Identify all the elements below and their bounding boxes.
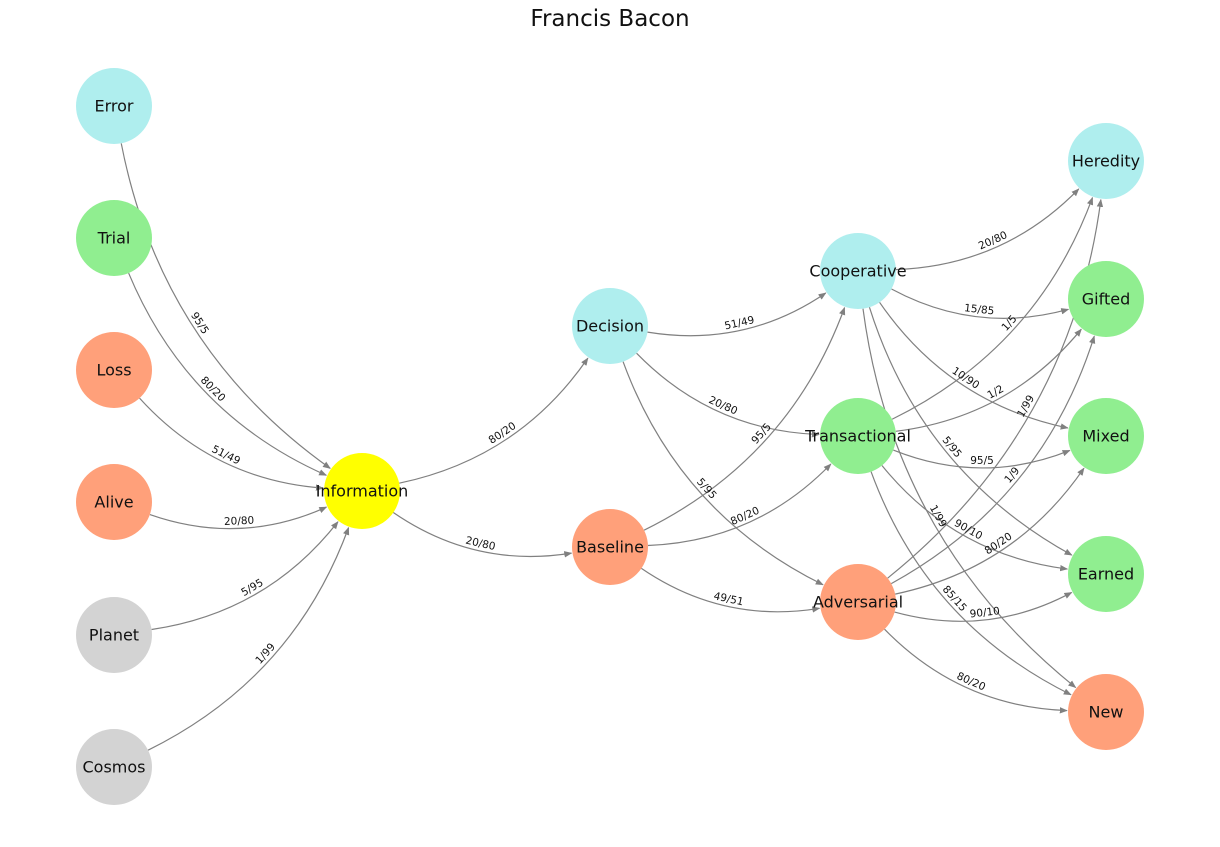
edge-information-baseline bbox=[392, 512, 573, 558]
edge-transactional-new bbox=[870, 471, 1072, 696]
edge-label: 1/2 bbox=[985, 383, 1006, 402]
node-alive-circle bbox=[76, 464, 152, 540]
edge-label: 20/80 bbox=[224, 515, 255, 528]
edge-loss-information bbox=[139, 397, 324, 491]
edge-adversarial-mixed bbox=[895, 467, 1085, 595]
node-new-label: New bbox=[1089, 703, 1124, 722]
node-baseline-label: Baseline bbox=[576, 538, 644, 557]
node-information: Information bbox=[316, 453, 409, 529]
node-error-circle bbox=[76, 68, 152, 144]
node-information-circle bbox=[324, 453, 400, 529]
edge-label: 49/51 bbox=[712, 590, 744, 608]
node-baseline-circle bbox=[572, 509, 648, 585]
edge-adversarial-heredity bbox=[887, 198, 1104, 579]
edge-cooperative-heredity bbox=[895, 188, 1080, 271]
edge-label: 90/10 bbox=[969, 605, 1000, 620]
edge-information-decision bbox=[399, 357, 589, 484]
node-information-label: Information bbox=[316, 482, 409, 501]
edge-decision-transactional bbox=[636, 352, 820, 438]
node-loss-circle bbox=[76, 332, 152, 408]
node-gifted: Gifted bbox=[1068, 261, 1144, 337]
node-cosmos-circle bbox=[76, 729, 152, 805]
edge-alive-information bbox=[149, 506, 328, 530]
edge-label: 5/95 bbox=[694, 476, 719, 502]
edge-baseline-transactional bbox=[647, 463, 832, 547]
edge-transactional-heredity bbox=[891, 196, 1094, 420]
edge-decision-adversarial bbox=[622, 361, 824, 586]
node-planet-circle bbox=[76, 597, 152, 673]
node-cosmos-label: Cosmos bbox=[82, 758, 145, 777]
edge-adversarial-new bbox=[884, 628, 1068, 714]
node-cooperative-circle bbox=[820, 233, 896, 309]
edge-label: 20/80 bbox=[464, 535, 496, 553]
edge-cooperative-mixed bbox=[879, 301, 1069, 430]
node-gifted-label: Gifted bbox=[1082, 290, 1130, 309]
node-alive-label: Alive bbox=[94, 493, 133, 512]
node-heredity-circle bbox=[1068, 123, 1144, 199]
diagram-title: Francis Bacon bbox=[530, 6, 690, 32]
edge-error-information bbox=[120, 143, 331, 469]
node-trial-label: Trial bbox=[97, 229, 131, 248]
node-trial: Trial bbox=[76, 200, 152, 276]
node-trial-circle bbox=[76, 200, 152, 276]
edge-label: 10/90 bbox=[950, 365, 982, 392]
node-decision-label: Decision bbox=[576, 317, 644, 336]
edge-label: 51/49 bbox=[723, 314, 755, 332]
node-decision: Decision bbox=[572, 288, 648, 364]
edge-label: 95/5 bbox=[970, 455, 994, 467]
edge-baseline-cooperative bbox=[643, 306, 846, 531]
node-transactional: Transactional bbox=[804, 398, 911, 474]
edge-cosmos-information bbox=[147, 526, 350, 751]
edge-cooperative-new bbox=[862, 308, 1077, 689]
node-error: Error bbox=[76, 68, 152, 144]
edge-baseline-adversarial bbox=[641, 567, 821, 613]
edge-planet-information bbox=[151, 521, 339, 631]
edge-transactional-earned bbox=[881, 465, 1069, 572]
node-cosmos: Cosmos bbox=[76, 729, 152, 805]
node-heredity-label: Heredity bbox=[1072, 152, 1140, 171]
node-loss: Loss bbox=[76, 332, 152, 408]
node-earned: Earned bbox=[1068, 536, 1144, 612]
node-planet: Planet bbox=[76, 597, 152, 673]
node-cooperative: Cooperative bbox=[809, 233, 907, 309]
edge-cooperative-earned bbox=[868, 307, 1073, 556]
node-adversarial: Adversarial bbox=[813, 564, 903, 640]
edge-label: 1/5 bbox=[999, 313, 1019, 334]
node-mixed-circle bbox=[1068, 398, 1144, 474]
node-mixed: Mixed bbox=[1068, 398, 1144, 474]
edge-cooperative-gifted bbox=[891, 288, 1070, 319]
node-earned-circle bbox=[1068, 536, 1144, 612]
edge-adversarial-gifted bbox=[890, 335, 1096, 585]
edge-trial-information bbox=[128, 272, 328, 476]
edge-transactional-mixed bbox=[893, 449, 1071, 469]
edge-label: 80/20 bbox=[487, 420, 519, 447]
edge-label: 15/85 bbox=[963, 302, 994, 317]
node-decision-circle bbox=[572, 288, 648, 364]
edges-layer bbox=[120, 143, 1104, 751]
edge-label: 80/20 bbox=[983, 530, 1015, 557]
node-transactional-circle bbox=[820, 398, 896, 474]
edge-adversarial-earned bbox=[894, 591, 1073, 622]
node-new: New bbox=[1068, 674, 1144, 750]
node-error-label: Error bbox=[95, 97, 134, 116]
node-earned-label: Earned bbox=[1078, 565, 1134, 584]
node-heredity: Heredity bbox=[1068, 123, 1144, 199]
node-transactional-label: Transactional bbox=[804, 427, 911, 446]
node-adversarial-label: Adversarial bbox=[813, 593, 903, 612]
node-new-circle bbox=[1068, 674, 1144, 750]
node-adversarial-circle bbox=[820, 564, 896, 640]
node-baseline: Baseline bbox=[572, 509, 648, 585]
node-planet-label: Planet bbox=[89, 626, 139, 645]
node-mixed-label: Mixed bbox=[1082, 427, 1129, 446]
node-gifted-circle bbox=[1068, 261, 1144, 337]
edge-decision-cooperative bbox=[647, 292, 827, 337]
node-cooperative-label: Cooperative bbox=[809, 262, 906, 281]
edge-transactional-gifted bbox=[895, 328, 1082, 432]
node-alive: Alive bbox=[76, 464, 152, 540]
edge-label: 1/99 bbox=[253, 641, 278, 667]
node-loss-label: Loss bbox=[96, 361, 131, 380]
edge-label: 1/9 bbox=[1002, 465, 1022, 486]
